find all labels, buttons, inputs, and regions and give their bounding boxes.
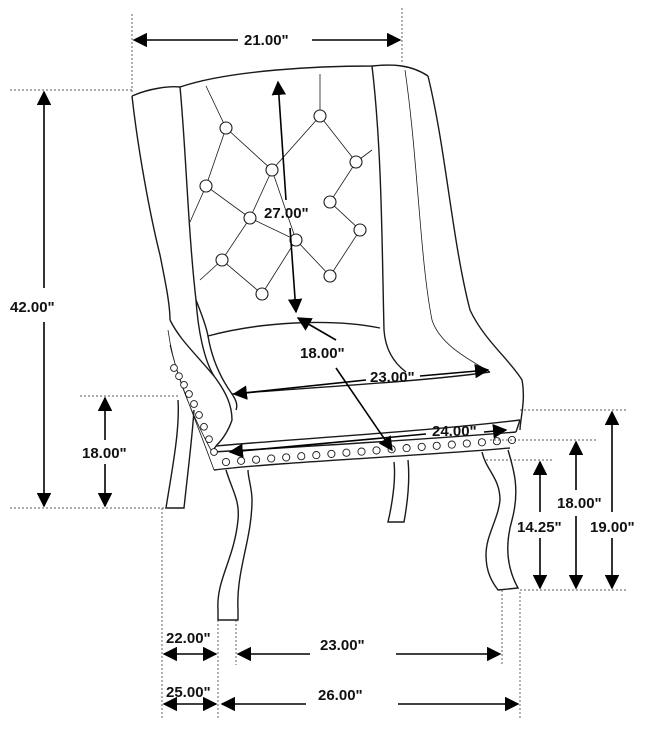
chair-right-wing-inner — [404, 69, 491, 373]
nailhead — [477, 438, 486, 447]
chair-front-left-leg — [217, 469, 253, 621]
label-arm-height-left: 18.00" — [82, 445, 127, 462]
tuft-button — [289, 233, 303, 247]
dim-seat-width-arrow-right — [419, 363, 490, 379]
nailhead — [297, 452, 306, 461]
chair-side-nailheads — [170, 364, 218, 456]
chair-back-right-leg — [387, 459, 410, 523]
tuft-button — [353, 223, 367, 237]
nailhead — [447, 440, 456, 449]
chair-back-bottom — [195, 299, 381, 337]
chair-back-top — [179, 64, 429, 88]
label-base-width-23: 23.00" — [320, 637, 365, 654]
nailhead — [180, 380, 188, 389]
nailhead — [462, 439, 471, 448]
nailhead — [492, 437, 501, 446]
dim-seat-width-arrow-left — [232, 379, 367, 400]
tuft-button — [199, 179, 213, 193]
tuft-button — [215, 253, 229, 267]
chair-back-right-inner — [371, 65, 407, 373]
tuft-button — [323, 195, 337, 209]
extension-lines — [10, 8, 626, 718]
chair-tuft-buttons — [199, 109, 367, 301]
label-arm-height-right: 19.00" — [590, 519, 635, 536]
nailhead — [282, 453, 291, 462]
label-seat-depth: 18.00" — [300, 345, 345, 362]
nailhead — [200, 422, 208, 431]
nailhead — [372, 446, 381, 455]
dim-seat-front-arrow-right — [483, 424, 508, 439]
tuft-button — [255, 287, 269, 301]
label-leg-height: 14.25" — [517, 519, 562, 536]
nailhead — [252, 455, 261, 464]
nailhead — [417, 442, 426, 451]
nailhead — [170, 364, 178, 372]
nailhead — [342, 448, 351, 457]
dim-seat-depth-arrow-top — [296, 317, 337, 341]
nailhead — [267, 454, 276, 463]
nailhead — [327, 449, 336, 458]
chair-back-left-leg — [165, 399, 195, 509]
nailhead — [312, 451, 321, 460]
tuft-button — [265, 163, 279, 177]
tuft-button — [219, 121, 233, 135]
nailhead — [357, 447, 366, 456]
nailhead — [210, 448, 218, 456]
label-base-width-26: 26.00" — [318, 687, 363, 704]
nailhead — [205, 435, 213, 444]
tuft-button — [313, 109, 327, 123]
nailhead — [237, 456, 246, 465]
label-overall-height: 42.00" — [10, 299, 55, 316]
nailhead — [402, 444, 411, 453]
chair-left-arm — [169, 319, 233, 447]
nailhead — [221, 457, 231, 467]
dim-back-height-arrow-top — [271, 80, 287, 201]
nailhead — [195, 411, 203, 419]
chair-front-right-leg — [481, 449, 520, 591]
nailhead — [190, 400, 198, 408]
dimension-arrows — [36, 32, 620, 712]
dim-back-height-arrow-bottom — [287, 227, 303, 314]
label-top-width: 21.00" — [244, 32, 289, 49]
label-seat-height-right: 18.00" — [557, 495, 602, 512]
nailhead — [185, 390, 193, 398]
nailhead — [175, 372, 183, 381]
chair-drawing — [131, 64, 525, 621]
label-back-height: 27.00" — [264, 205, 309, 222]
tuft-button — [349, 155, 363, 169]
tuft-button — [243, 211, 257, 225]
nailhead — [432, 441, 441, 450]
chair-right-wing — [427, 75, 525, 431]
chair-left-wing — [131, 86, 215, 377]
tuft-button — [323, 269, 337, 283]
label-base-depth-25: 25.00" — [166, 684, 211, 701]
dimension-labels: 21.00" 42.00" 27.00" 18.00" 23.00" 24.00… — [10, 32, 635, 704]
label-seat-width: 23.00" — [370, 369, 415, 386]
dim-seat-front-arrow-left — [228, 433, 427, 458]
label-seat-front-width: 24.00" — [432, 423, 477, 440]
label-base-depth-22: 22.00" — [166, 630, 211, 647]
